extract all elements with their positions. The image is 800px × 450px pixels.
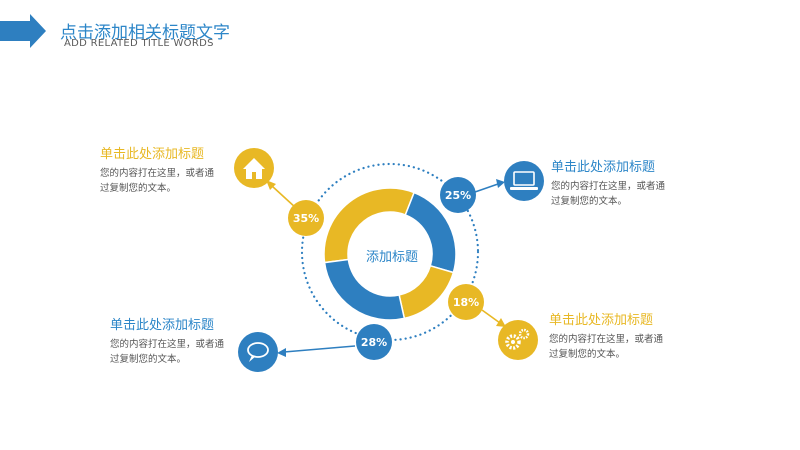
block-body-line: 您的内容打在这里，或者通 <box>100 168 215 179</box>
center-label: 添加标题 <box>365 250 418 265</box>
connector-bottom-right-arrowhead <box>496 318 506 327</box>
gears-icon <box>498 320 538 360</box>
block-body-line: 您的内容打在这里，或者通 <box>549 334 664 345</box>
block-body-line: 您的内容打在这里，或者通 <box>110 339 225 350</box>
block-body: 您的内容打在这里，或者通 过复制您的文本。 <box>110 337 300 367</box>
connector-bottom-left-arrowhead <box>277 348 286 357</box>
badge-28-label: 28% <box>361 336 387 349</box>
block-heading: 单击此处添加标题 <box>110 318 215 333</box>
block-heading: 单击此处添加标题 <box>100 147 205 162</box>
house-icon <box>234 148 274 188</box>
connector-top-right-arrowhead <box>496 179 505 188</box>
page-title: 点击添加相关标题文字 <box>60 23 230 43</box>
connector-bottom-left <box>283 345 356 353</box>
text-block-top-left: 单击此处添加标题 您的内容打在这里，或者通 过复制您的文本。 <box>100 147 290 196</box>
donut-segment-18 <box>398 264 455 320</box>
badge-18: 18% <box>448 284 484 320</box>
badge-35: 35% <box>288 200 324 236</box>
connectors <box>266 179 506 357</box>
block-body-line: 过复制您的文本。 <box>551 196 628 207</box>
header: 点击添加相关标题文字 ADD RELATED TITLE WORDS <box>0 0 800 60</box>
block-heading: 单击此处添加标题 <box>551 160 656 175</box>
donut-segments <box>323 187 457 321</box>
chat-bubble-icon <box>238 332 278 372</box>
donut-segment-28 <box>323 258 406 321</box>
block-body: 您的内容打在这里，或者通 过复制您的文本。 <box>549 332 739 362</box>
badge-28: 28% <box>356 324 392 360</box>
text-block-bottom-left: 单击此处添加标题 您的内容打在这里，或者通 过复制您的文本。 <box>110 318 300 367</box>
badge-18-label: 18% <box>453 296 479 309</box>
block-body-line: 过复制您的文本。 <box>110 354 187 365</box>
header-arrow-icon <box>0 14 46 48</box>
connector-top-left <box>271 185 297 209</box>
badge-25: 25% <box>440 177 476 213</box>
text-block-bottom-right: 单击此处添加标题 您的内容打在这里，或者通 过复制您的文本。 <box>549 313 739 362</box>
block-body-line: 过复制您的文本。 <box>549 349 626 360</box>
text-block-top-right: 单击此处添加标题 您的内容打在这里，或者通 过复制您的文本。 <box>551 160 741 209</box>
badge-35-label: 35% <box>293 212 319 225</box>
badge-25-label: 25% <box>445 189 471 202</box>
connector-top-left-arrowhead <box>266 180 276 190</box>
connector-top-right <box>474 183 499 193</box>
connector-bottom-right <box>481 309 501 324</box>
block-body: 您的内容打在这里，或者通 过复制您的文本。 <box>551 179 741 209</box>
laptop-icon <box>504 161 544 201</box>
block-body: 您的内容打在这里，或者通 过复制您的文本。 <box>100 166 290 196</box>
block-heading: 单击此处添加标题 <box>549 313 654 328</box>
block-body-line: 过复制您的文本。 <box>100 183 177 194</box>
block-body-line: 您的内容打在这里，或者通 <box>551 181 666 192</box>
page-subtitle: ADD RELATED TITLE WORDS <box>64 38 214 49</box>
